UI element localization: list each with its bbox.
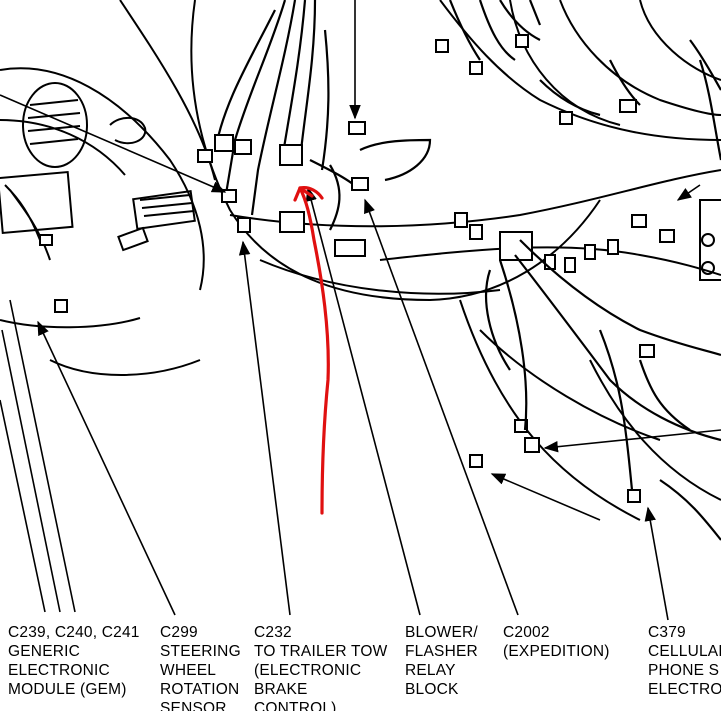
right-edge-component [699,199,721,281]
callout-blower-line-4: BLOCK [405,681,459,698]
callout-blower-line-1: BLOWER/ [405,624,478,641]
callout-blower-flasher: BLOWER/ FLASHER RELAY BLOCK [405,623,478,699]
callout-c379: C379 CELLULAR PHONE S ELECTRO [648,623,721,699]
callout-c379-line-1: C379 [648,624,686,641]
callout-c232-line-2: TO TRAILER TOW [254,643,388,660]
leader-lines [0,0,721,621]
callout-c2002-line-2: (EXPEDITION) [503,643,610,660]
callout-c2002: C2002 (EXPEDITION) [503,623,610,661]
air-vent [22,82,147,168]
callout-c232-line-1: C232 [254,624,292,641]
callout-c379-line-4: ELECTRO [648,681,721,698]
connector-blocks [39,34,675,503]
gem-module [0,170,196,261]
callout-c232-line-3: (ELECTRONIC [254,662,362,679]
callout-c299-line-1: C299 [160,624,198,641]
callout-c299-line-4: ROTATION [160,681,240,698]
callout-gem-line-1: C239, C240, C241 [8,624,140,641]
callout-c299-line-5: SENSOR [160,700,227,711]
red-highlight-arrow [293,186,330,515]
right-harness [448,0,721,541]
callout-gem-line-3: ELECTRONIC [8,662,110,679]
callout-c232: C232 TO TRAILER TOW (ELECTRONIC BRAKE CO… [254,623,387,711]
callout-c379-line-3: PHONE S [648,662,720,679]
callout-c299-line-2: STEERING [160,643,241,660]
callout-c379-line-2: CELLULAR [648,643,721,660]
callout-blower-line-2: FLASHER [405,643,478,660]
callout-blower-line-3: RELAY [405,662,456,679]
callout-c299-line-3: WHEEL [160,662,217,679]
callout-c299: C299 STEERING WHEEL ROTATION SENSOR [160,623,241,711]
callout-gem-line-2: GENERIC [8,643,81,660]
callout-c232-line-4: BRAKE [254,681,308,698]
dashboard-outline [0,0,721,521]
callout-gem: C239, C240, C241 GENERIC ELECTRONIC MODU… [8,623,140,699]
callout-c2002-line-1: C2002 [503,624,550,641]
callout-c232-line-5: CONTROL) [254,700,337,711]
callout-gem-line-4: MODULE (GEM) [8,681,127,698]
center-harness [213,0,432,231]
